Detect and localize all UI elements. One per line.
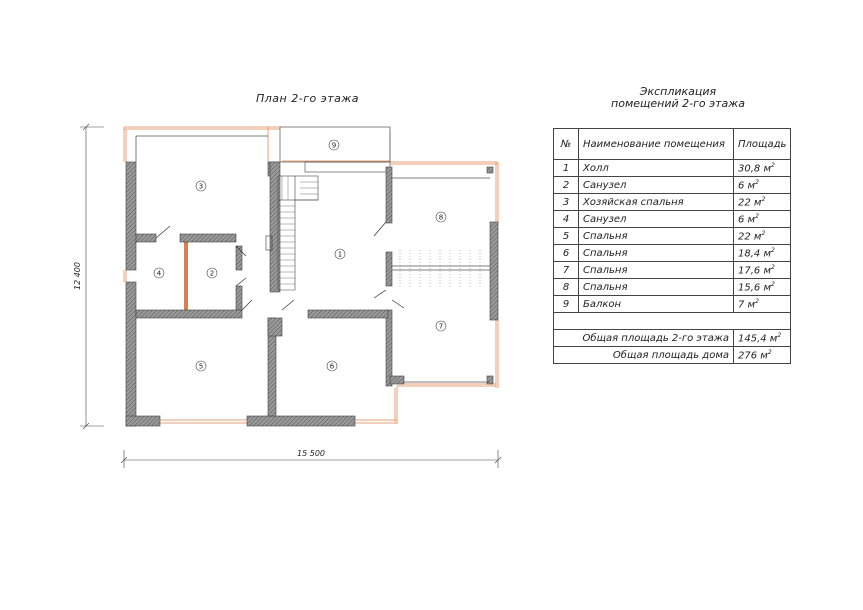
dim-width-label: 15 500	[297, 449, 325, 458]
row-name: Спальня	[578, 261, 734, 279]
room-num-8: 8	[439, 214, 443, 222]
room-num-9: 9	[332, 142, 336, 150]
total-house-label: Общая площадь дома	[553, 346, 734, 364]
plan-title: План 2-го этажа	[256, 92, 360, 105]
room-num-1: 1	[338, 251, 342, 259]
table-row: 5 Спальня 22 м2	[553, 227, 792, 245]
row-area: 7 м2	[732, 295, 792, 313]
total-house-row: Общая площадь дома 276 м2	[553, 346, 792, 364]
room-num-6: 6	[330, 363, 335, 371]
dashed-partition	[399, 250, 481, 288]
total-floor-row: Общая площадь 2-го этажа 145,4 м2	[553, 329, 792, 347]
row-name: Холл	[578, 159, 734, 177]
room-marker-1: 1	[334, 248, 346, 260]
table-row: 9 Балкон 7 м2	[553, 295, 792, 313]
explication-title-line2: помещений 2-го этажа	[611, 97, 745, 110]
explication-title: Экспликация помещений 2-го этажа	[553, 86, 803, 110]
partitions	[135, 135, 490, 383]
walls	[125, 161, 499, 427]
row-area: 18,4 м2	[732, 244, 792, 262]
row-area: 22 м2	[732, 193, 792, 211]
row-area: 6 м2	[732, 210, 792, 228]
explication-table: № Наименование помещения Площадь 1 Холл …	[552, 128, 792, 364]
room-marker-7: 7	[435, 320, 447, 332]
row-num: 7	[553, 261, 579, 279]
room-markers: 1 2 3 4 5 6 7 8 9	[153, 139, 447, 372]
row-num: 5	[553, 227, 579, 245]
row-area: 15,6 м2	[732, 278, 792, 296]
table-row: 1 Холл 30,8 м2	[553, 159, 792, 177]
table-row: 4 Санузел 6 м2	[553, 210, 792, 228]
dimension-lines	[80, 123, 502, 468]
total-floor-label: Общая площадь 2-го этажа	[553, 329, 734, 347]
row-area: 6 м2	[732, 176, 792, 194]
row-num: 4	[553, 210, 579, 228]
table-row: 6 Спальня 18,4 м2	[553, 244, 792, 262]
room-num-2: 2	[210, 270, 214, 278]
row-num: 1	[553, 159, 579, 177]
row-name: Спальня	[578, 227, 734, 245]
table-row: 7 Спальня 17,6 м2	[553, 261, 792, 279]
table-row: 3 Хозяйская спальня 22 м2	[553, 193, 792, 211]
staircase	[265, 175, 319, 291]
eave-outline	[123, 126, 499, 424]
room-num-3: 3	[199, 183, 203, 191]
row-num: 8	[553, 278, 579, 296]
room-num-5: 5	[199, 363, 203, 371]
row-name: Санузел	[578, 176, 734, 194]
room-marker-4: 4	[153, 267, 165, 279]
row-area: 22 м2	[732, 227, 792, 245]
header-num: №	[553, 128, 579, 160]
row-area: 30,8 м2	[732, 159, 792, 177]
room-num-4: 4	[157, 270, 162, 278]
room-marker-6: 6	[326, 360, 338, 372]
row-name: Спальня	[578, 244, 734, 262]
row-name: Балкон	[578, 295, 734, 313]
table-header-row: № Наименование помещения Площадь	[553, 128, 792, 160]
room-num-7: 7	[439, 323, 443, 331]
room-marker-9: 9	[328, 139, 340, 151]
row-area: 17,6 м2	[732, 261, 792, 279]
table-row: 2 Санузел 6 м2	[553, 176, 792, 194]
row-num: 6	[553, 244, 579, 262]
header-name: Наименование помещения	[578, 128, 734, 160]
row-name: Хозяйская спальня	[578, 193, 734, 211]
row-name: Санузел	[578, 210, 734, 228]
header-area: Площадь	[732, 128, 792, 160]
room-marker-5: 5	[195, 360, 207, 372]
dim-height-label: 12 400	[73, 262, 82, 290]
table-row-empty	[552, 312, 792, 330]
explication-title-line1: Экспликация	[639, 85, 717, 98]
total-house-value: 276 м2	[732, 346, 792, 364]
row-num: 2	[553, 176, 579, 194]
room-marker-3: 3	[195, 180, 207, 192]
row-num: 9	[553, 295, 579, 313]
doors	[155, 221, 405, 311]
room-marker-8: 8	[435, 211, 447, 223]
row-num: 3	[553, 193, 579, 211]
table-row: 8 Спальня 15,6 м2	[553, 278, 792, 296]
row-name: Спальня	[578, 278, 734, 296]
total-floor-value: 145,4 м2	[732, 329, 792, 347]
room-marker-2: 2	[206, 267, 218, 279]
